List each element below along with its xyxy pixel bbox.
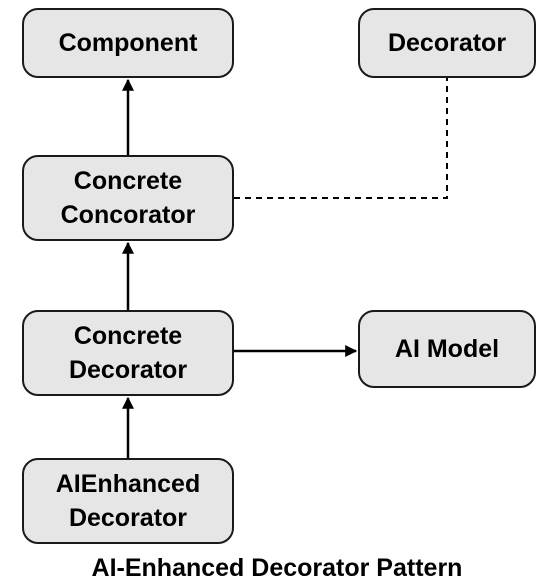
node-aienhanced-decorator-line-1: AIEnhanced [55,470,201,498]
node-concrete-concorator-line-1: Concrete [73,167,183,195]
diagram-caption: AI-Enhanced Decorator Pattern [91,554,463,582]
node-component: Component [22,8,234,78]
node-concrete-concorator-label: Concrete Concorator [61,164,196,232]
node-concrete-concorator-line-2: Concorator [60,201,196,229]
node-concrete-decorator-line-1: Concrete [73,322,183,350]
node-aienhanced-decorator: AIEnhanced Decorator [22,458,234,544]
edge-concorator-decorator-dashed [234,78,448,199]
node-concrete-decorator: Concrete Decorator [22,310,234,396]
node-concrete-concorator: Concrete Concorator [22,155,234,241]
node-component-label: Component [59,26,198,60]
node-concrete-decorator-line-2: Decorator [68,356,188,384]
node-ai-model-line-1: AI Model [394,335,500,363]
node-decorator-line-1: Decorator [387,29,507,57]
node-ai-model-label: AI Model [395,332,499,366]
node-decorator-label: Decorator [388,26,506,60]
node-concrete-decorator-label: Concrete Decorator [69,319,187,387]
node-decorator: Decorator [358,8,536,78]
node-component-line-1: Component [58,29,198,57]
node-aienhanced-decorator-line-2: Decorator [68,504,188,532]
node-ai-model: AI Model [358,310,536,388]
node-aienhanced-decorator-label: AIEnhanced Decorator [56,467,200,535]
